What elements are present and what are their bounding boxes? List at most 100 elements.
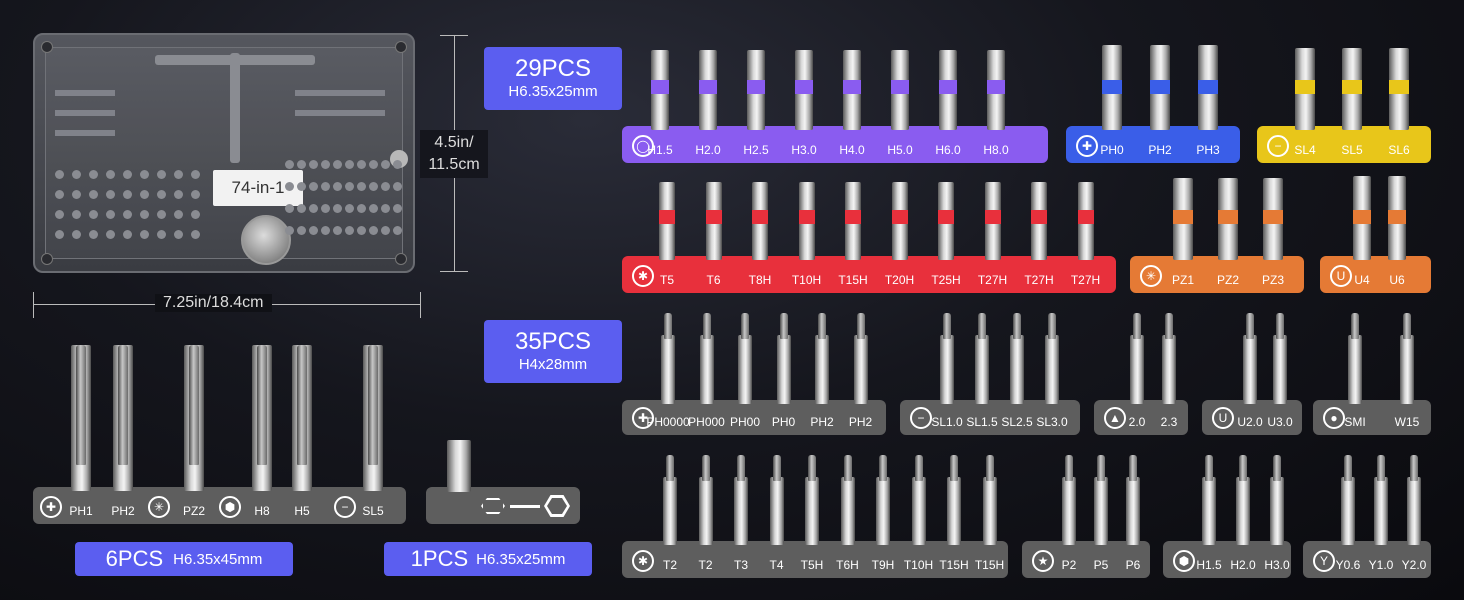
bit-label: T27H xyxy=(1024,273,1054,287)
case-bit-slot xyxy=(309,182,318,191)
case-bit-slot xyxy=(191,190,200,199)
case-bit-slot xyxy=(140,230,149,239)
badge-35pcs: 35PCS H4x28mm xyxy=(484,320,622,383)
bit-label: PH2 xyxy=(848,415,873,429)
case-bit-slot xyxy=(174,170,183,179)
case-bit-slot xyxy=(55,190,64,199)
bit-label: SL4 xyxy=(1294,143,1316,157)
phillips-icon: ✚ xyxy=(632,407,654,429)
case-bit-slot xyxy=(123,230,132,239)
bit-color-ring xyxy=(938,210,954,224)
badge-count: 1PCS xyxy=(410,546,469,571)
bit-color-ring xyxy=(1031,210,1047,224)
bit-tip xyxy=(1403,313,1411,339)
bit-shaft xyxy=(368,345,378,465)
case-bit-slot xyxy=(123,210,132,219)
bit-color-ring xyxy=(1388,210,1406,224)
driver-bit xyxy=(947,477,961,545)
case-bit-slot xyxy=(333,204,342,213)
phillips-icon: ✚ xyxy=(1076,135,1098,157)
case-bit-slot xyxy=(369,226,378,235)
badge-29pcs: 29PCS H6.35x25mm xyxy=(484,47,622,110)
case-bit-slot xyxy=(357,182,366,191)
bit-color-ring xyxy=(705,210,722,224)
hex-adapter-bit xyxy=(447,440,471,492)
bit-color-ring xyxy=(891,80,909,94)
bit-label: H5.0 xyxy=(887,143,913,157)
pentalobe-icon: ★ xyxy=(1032,550,1054,572)
tri-wing-icon: Y xyxy=(1313,550,1335,572)
case-bit-slot xyxy=(333,182,342,191)
bit-tip xyxy=(1410,455,1418,481)
bit-label: SL5 xyxy=(362,504,384,518)
width-dimension-tick xyxy=(33,292,34,318)
case-bit-slot xyxy=(345,160,354,169)
case-bit-slot xyxy=(333,160,342,169)
smi-icon: ● xyxy=(1323,407,1345,429)
case-bit-slot xyxy=(357,160,366,169)
width-dimension-tick xyxy=(420,292,421,318)
bit-label: H3.0 xyxy=(791,143,817,157)
bit-label: H2.0 xyxy=(695,143,721,157)
bit-tip xyxy=(950,455,958,481)
bit-label: PZ1 xyxy=(1171,273,1195,287)
bit-tip xyxy=(914,455,923,481)
case-bit-slot xyxy=(157,210,166,219)
hex-large-icon-inner xyxy=(547,498,567,514)
bit-label: PH0 xyxy=(1100,143,1124,157)
case-bit-slot xyxy=(72,230,81,239)
case-bit-slot xyxy=(157,230,166,239)
bit-tip xyxy=(818,313,826,339)
bit-label: P2 xyxy=(1061,558,1077,572)
case-bit-slot xyxy=(55,230,64,239)
bit-tip xyxy=(1276,313,1284,339)
badge-count: 29PCS xyxy=(514,55,592,82)
bit-tip xyxy=(879,455,887,481)
case-bit-slot xyxy=(89,190,98,199)
bit-label: W15 xyxy=(1394,415,1420,429)
driver-bit xyxy=(1162,335,1176,404)
case-bit-slot xyxy=(106,230,115,239)
case-bit-slot xyxy=(345,204,354,213)
driver-bit xyxy=(699,335,714,404)
case-bit-slot xyxy=(191,170,200,179)
case-bit-slot xyxy=(381,226,390,235)
bit-label: PH3 xyxy=(1196,143,1220,157)
case-bit-slot xyxy=(72,190,81,199)
bit-label: H6.0 xyxy=(935,143,961,157)
bit-label: H5 xyxy=(294,504,310,518)
bit-label: SL1.5 xyxy=(966,415,998,429)
driver-bit xyxy=(776,335,791,404)
bit-tip xyxy=(808,455,816,481)
bit-label: H1.5 xyxy=(647,143,673,157)
case-bit-slot xyxy=(393,160,402,169)
case-bit-slot xyxy=(140,210,149,219)
height-label: 4.5in/ 11.5cm xyxy=(420,130,488,178)
bit-shaft xyxy=(257,345,267,465)
case-bit-slot xyxy=(309,226,318,235)
driver-bit xyxy=(1094,477,1108,545)
badge-6pcs: 6PCS H6.35x45mm xyxy=(75,542,293,576)
case-bit-slot xyxy=(393,204,402,213)
badge-size: H4x28mm xyxy=(518,356,588,373)
bit-tip xyxy=(943,313,951,339)
driver-bit xyxy=(1236,477,1250,545)
bit-tip xyxy=(1351,313,1359,339)
case-knob xyxy=(241,215,291,265)
slotted-icon: − xyxy=(910,407,932,429)
bit-tip xyxy=(856,313,865,339)
bit-tip xyxy=(1246,313,1254,339)
toolkit-case: 74-in-1 xyxy=(33,33,415,273)
height-dimension-tick xyxy=(440,271,468,272)
bit-tip xyxy=(1165,313,1173,339)
case-bit-slot xyxy=(357,226,366,235)
bit-color-ring xyxy=(747,80,765,94)
case-bit-slot xyxy=(393,226,402,235)
case-bit-slot xyxy=(89,170,98,179)
bit-tip xyxy=(1129,455,1137,481)
bit-label: U6 xyxy=(1389,273,1405,287)
